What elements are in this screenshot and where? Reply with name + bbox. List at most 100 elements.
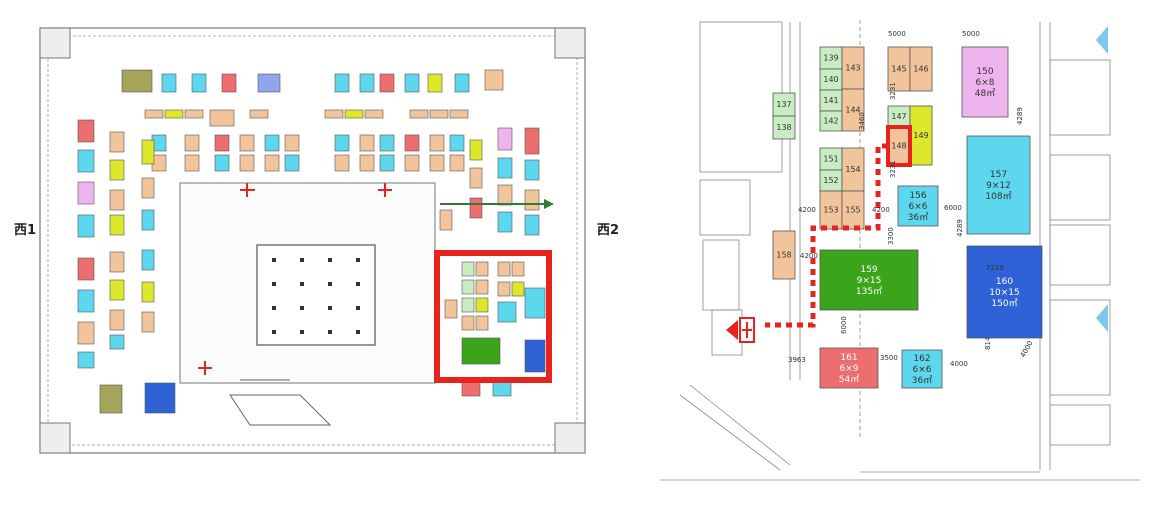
booth-size: 48㎡: [975, 88, 995, 99]
dimension-label: 3460: [858, 112, 866, 130]
booth-142: 142: [819, 110, 843, 132]
dimension-label: 6000: [840, 316, 848, 334]
booth-size: 36㎡: [908, 212, 928, 223]
booth-number: 146: [913, 65, 928, 74]
booth-shape: [901, 349, 943, 389]
highlight-area: [434, 250, 552, 383]
hall-label-west1: 西1: [14, 223, 36, 238]
booth-shape: [772, 115, 796, 140]
booth-size: 6×6: [909, 202, 928, 212]
booth-143: 143: [841, 46, 865, 90]
booth-number: 155: [845, 206, 860, 215]
booth-151: 151: [819, 147, 843, 171]
booth-138: 138: [772, 115, 796, 140]
route-path: [765, 143, 888, 328]
dimension-label: 3231: [889, 160, 897, 178]
dimension-label: 5000: [962, 30, 980, 38]
booth-158: 158: [772, 230, 796, 280]
stairs-marker-icon: [1096, 304, 1108, 332]
booth-shape: [772, 230, 796, 280]
booth-number: 137: [776, 100, 791, 109]
booth-size: 150㎡: [991, 298, 1017, 309]
booth-number: 147: [891, 112, 906, 121]
overview-map: 西1 西2: [14, 27, 619, 454]
booth-number: 162: [913, 354, 930, 364]
booth-shape: [961, 46, 1009, 118]
booth-number: 154: [845, 165, 860, 174]
booth-number: 140: [823, 75, 838, 84]
booth-size: 10×15: [989, 288, 1019, 298]
dimension-label: 4200: [798, 206, 816, 214]
exit-marker-icon: [726, 317, 755, 343]
stairs-marker-icon: [1096, 26, 1108, 54]
booth-layer: 139 140 141 142 143 144 137 138 145 146 147 148 149 1…: [772, 46, 1043, 389]
booth-148: 148: [887, 126, 911, 166]
hall-label-west2: 西2: [597, 223, 619, 238]
dimension-label: 5000: [888, 30, 906, 38]
booth-size: 135㎡: [856, 286, 882, 297]
booth-size: 9×12: [986, 181, 1011, 191]
dimension-label: 7219: [986, 264, 1004, 272]
booth-144: 144: [841, 88, 865, 132]
dimension-label: 4289: [956, 219, 964, 237]
booth-size: 36㎡: [912, 375, 932, 386]
booth-146: 146: [909, 46, 933, 92]
booth-number: 149: [913, 131, 928, 140]
booth-shape: [897, 185, 939, 227]
booth-153: 153: [819, 190, 843, 230]
booth-shape: [819, 249, 919, 311]
booth-number: 141: [823, 96, 838, 105]
booth-size: 6×9: [840, 364, 859, 374]
booth-number: 160: [996, 277, 1013, 287]
dimension-label: 3963: [788, 356, 806, 364]
booth-shape: [909, 46, 933, 92]
booth-number: 151: [823, 155, 838, 164]
detail-map: 139 140 141 142 143 144 137 138 145 146 147 148 149 1…: [640, 20, 1140, 482]
booth-shape: [966, 135, 1031, 235]
dimension-label: 6000: [944, 204, 962, 212]
booth-shape: [966, 245, 1043, 339]
booth-number: 145: [891, 65, 906, 74]
booth-number: 156: [909, 191, 926, 201]
booth-number: 139: [823, 54, 838, 63]
booth-shape: [819, 347, 879, 389]
booth-137: 137: [772, 92, 796, 117]
booth-number: 144: [845, 106, 860, 115]
booth-number: 159: [860, 265, 877, 275]
booth-number: 158: [776, 251, 791, 260]
booth-size: 6×6: [913, 365, 932, 375]
booth-141: 141: [819, 89, 843, 112]
booth-number: 153: [823, 206, 838, 215]
booth-147: 147: [887, 105, 911, 128]
dimension-label: 3300: [887, 227, 895, 245]
booth-size: 6×8: [976, 78, 995, 88]
booth-number: 148: [891, 142, 906, 151]
dimension-label: 4289: [1016, 107, 1024, 125]
booth-number: 142: [823, 117, 838, 126]
booth-154: 154: [841, 147, 865, 192]
booth-152: 152: [819, 169, 843, 192]
dimension-label: 3231: [889, 82, 897, 100]
booth-number: 143: [845, 64, 860, 73]
booth-139: 139: [819, 46, 843, 70]
booth-number: 157: [990, 170, 1007, 180]
booth-size: 9×15: [857, 276, 882, 286]
dimension-label: 814: [984, 336, 992, 350]
dimension-label: 4000: [950, 360, 968, 368]
booth-140: 140: [819, 68, 843, 91]
dimension-layer: 5000 5000 3231 3460 3231 4289 4200 4200 6000 3300…: [788, 30, 1035, 368]
booth-number: 150: [976, 67, 993, 77]
booth-155: 155: [841, 190, 865, 230]
booth-size: 108㎡: [985, 191, 1011, 202]
booth-size: 54㎡: [839, 374, 859, 385]
booth-number: 161: [840, 353, 857, 363]
dimension-label: 3500: [880, 354, 898, 362]
booth-149: 149: [909, 105, 933, 166]
dimension-label: 4200: [872, 206, 890, 214]
